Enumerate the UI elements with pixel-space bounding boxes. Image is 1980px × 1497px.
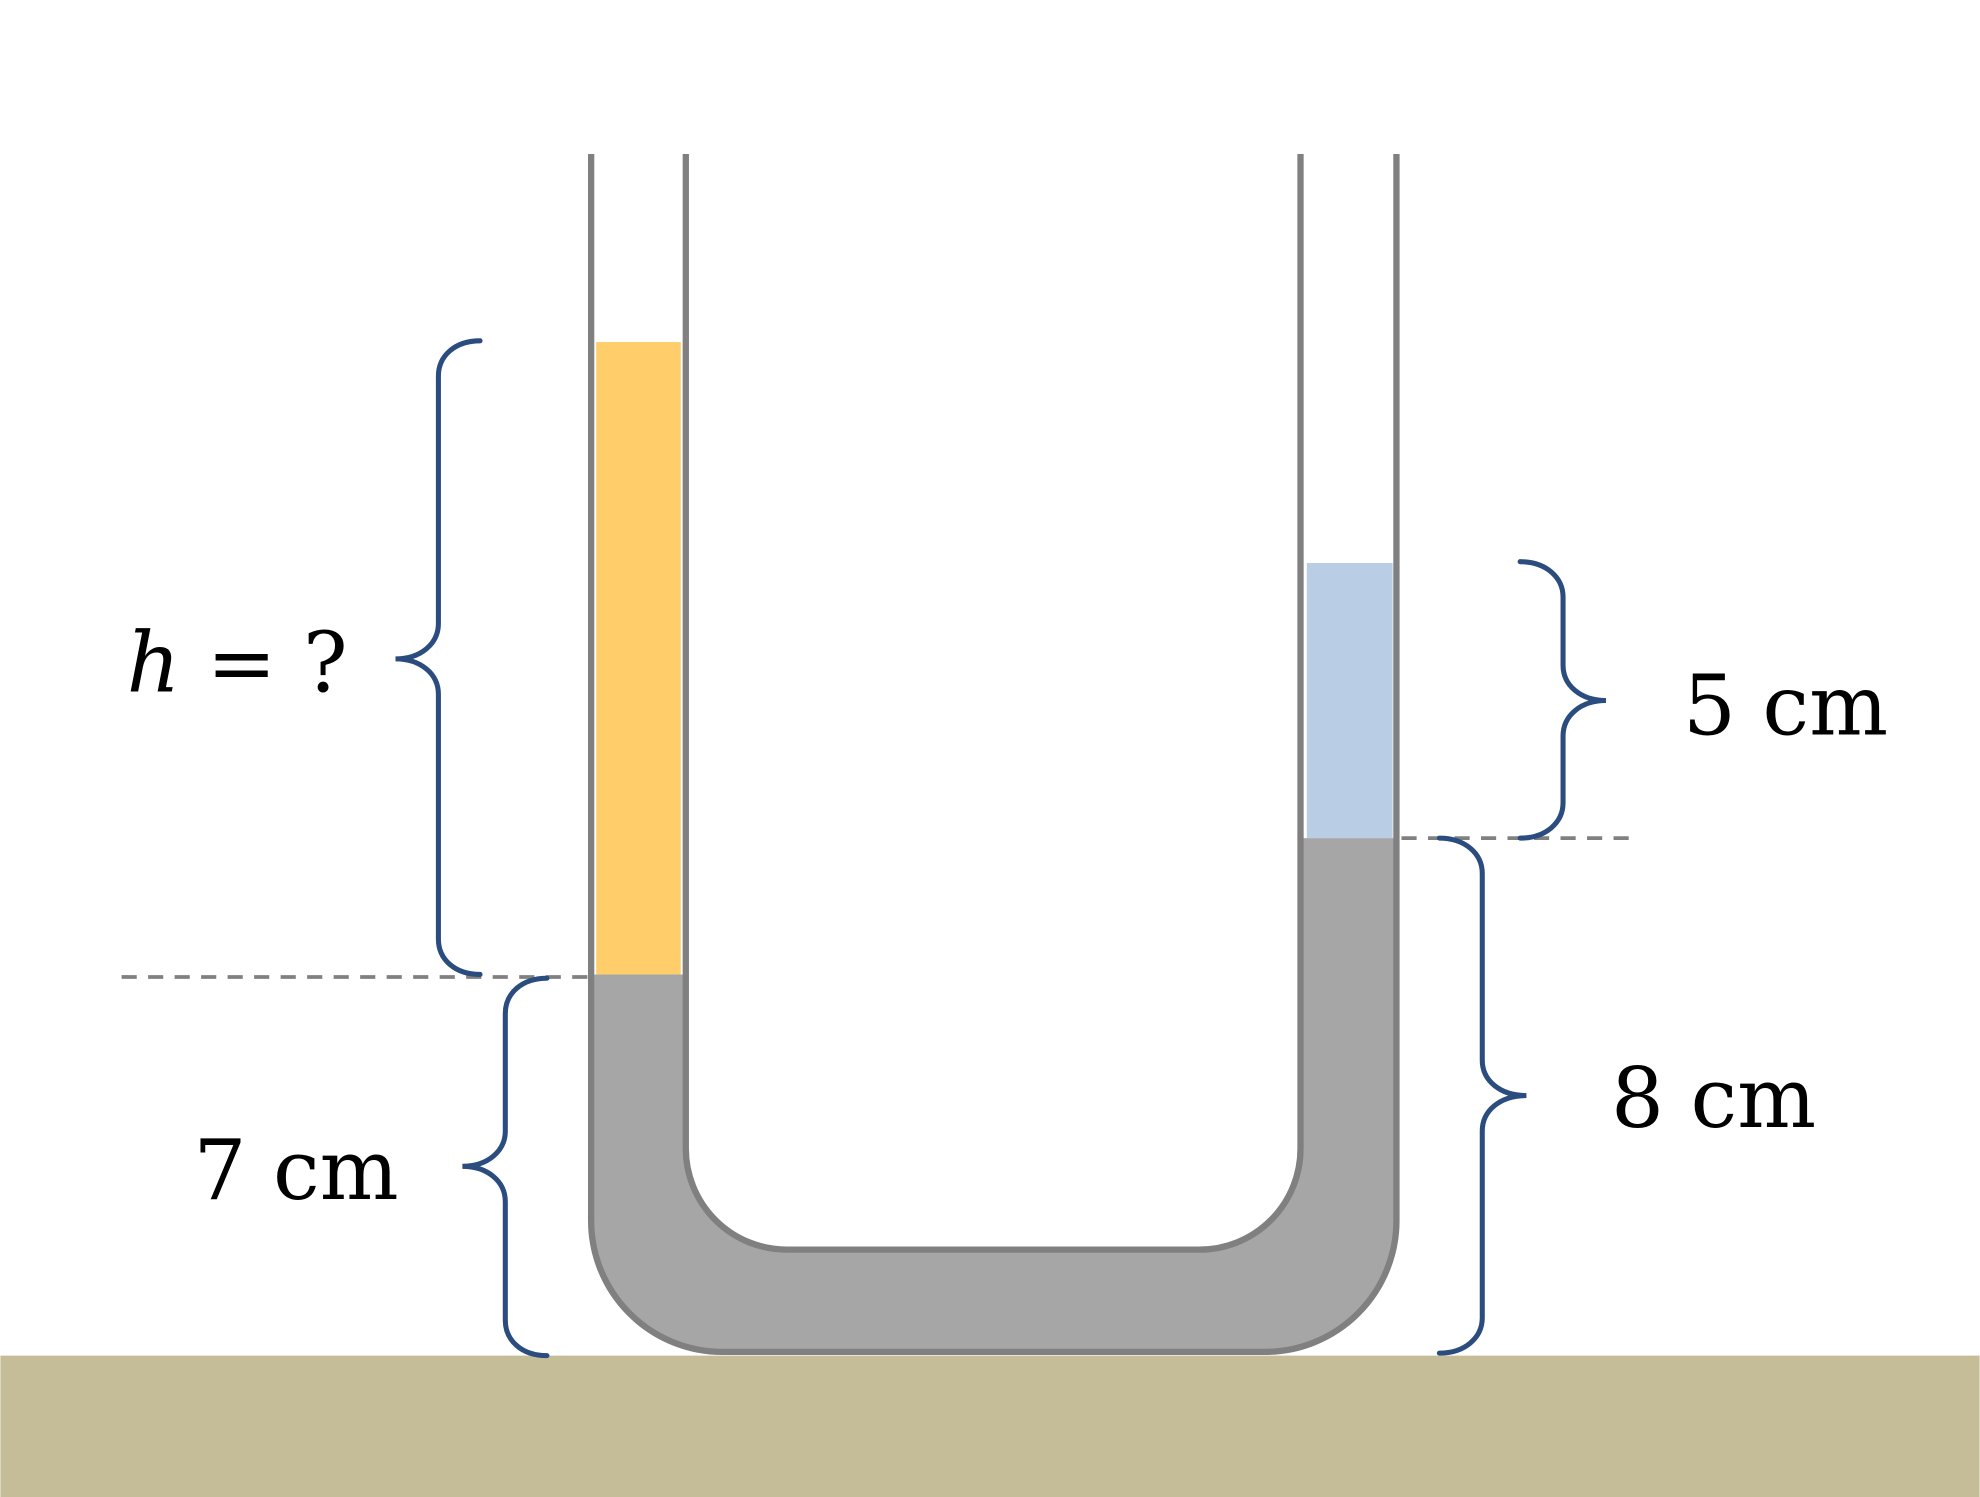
label-8cm: 8 cm [1611, 1050, 1816, 1147]
label-7cm: 7 cm [194, 1122, 399, 1219]
label-h-equals: = ? [180, 615, 347, 712]
brace-7cm [462, 975, 550, 1359]
label-h-variable: h [127, 615, 181, 712]
left-liquid-column [596, 342, 681, 975]
base-liquid [591, 838, 1397, 1352]
ground [0, 1355, 1980, 1497]
tube-inner-wall [682, 153, 1304, 1253]
brace-h [395, 338, 483, 977]
label-h: h = ? [127, 615, 348, 712]
tube-outer-wall [587, 153, 1400, 1355]
label-5cm: 5 cm [1683, 658, 1888, 755]
brace-5cm [1517, 559, 1607, 841]
right-liquid-column [1306, 562, 1393, 839]
brace-8cm [1436, 835, 1527, 1356]
